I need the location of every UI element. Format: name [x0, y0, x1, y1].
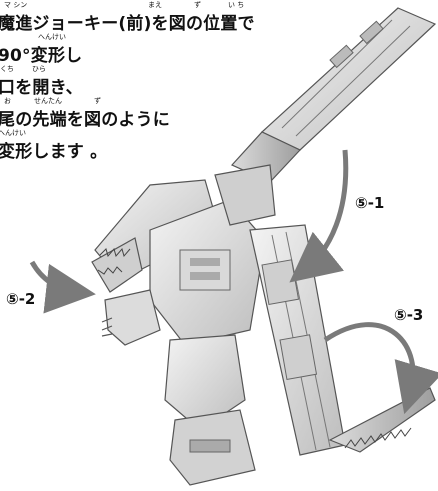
- instruction-text-line: 口を開き、: [0, 78, 83, 98]
- tail-blade: [328, 387, 436, 453]
- ruby-text: マ シン: [4, 1, 28, 9]
- step-label-5-3: ⑤-3: [394, 306, 424, 324]
- instruction-text-line: 尾の先端を図のように: [0, 110, 170, 130]
- step-label-5-1: ⑤-1: [355, 194, 385, 212]
- rotate-arrow-5-3: [323, 322, 438, 415]
- instruction-text-line: 変形します 。: [0, 142, 108, 162]
- ruby-text: へんけい: [38, 33, 66, 41]
- step-label-5-2: ⑤-2: [6, 290, 36, 308]
- rotate-arrow-5-2: [29, 260, 96, 314]
- ruby-text: せんたん: [34, 97, 62, 105]
- ruby-text: い ち: [228, 1, 245, 9]
- ruby-text: まえ: [148, 1, 162, 9]
- ruby-text: くち: [0, 65, 14, 73]
- ruby-text: お: [4, 97, 11, 105]
- ruby-text: ず: [194, 1, 201, 9]
- ruby-text: ず: [94, 97, 101, 105]
- robot-body: [91, 164, 276, 486]
- ruby-text: ひら: [32, 65, 46, 73]
- instruction-text-line: 魔進ジョーキー(前)を図の位置で: [0, 14, 255, 34]
- ruby-text: へんけい: [0, 129, 26, 137]
- instruction-text-line: 90°変形し: [0, 46, 83, 66]
- lower-train-part: [249, 224, 346, 456]
- upper-train-part: [230, 7, 437, 183]
- rotate-arrow-5-1: [289, 149, 349, 283]
